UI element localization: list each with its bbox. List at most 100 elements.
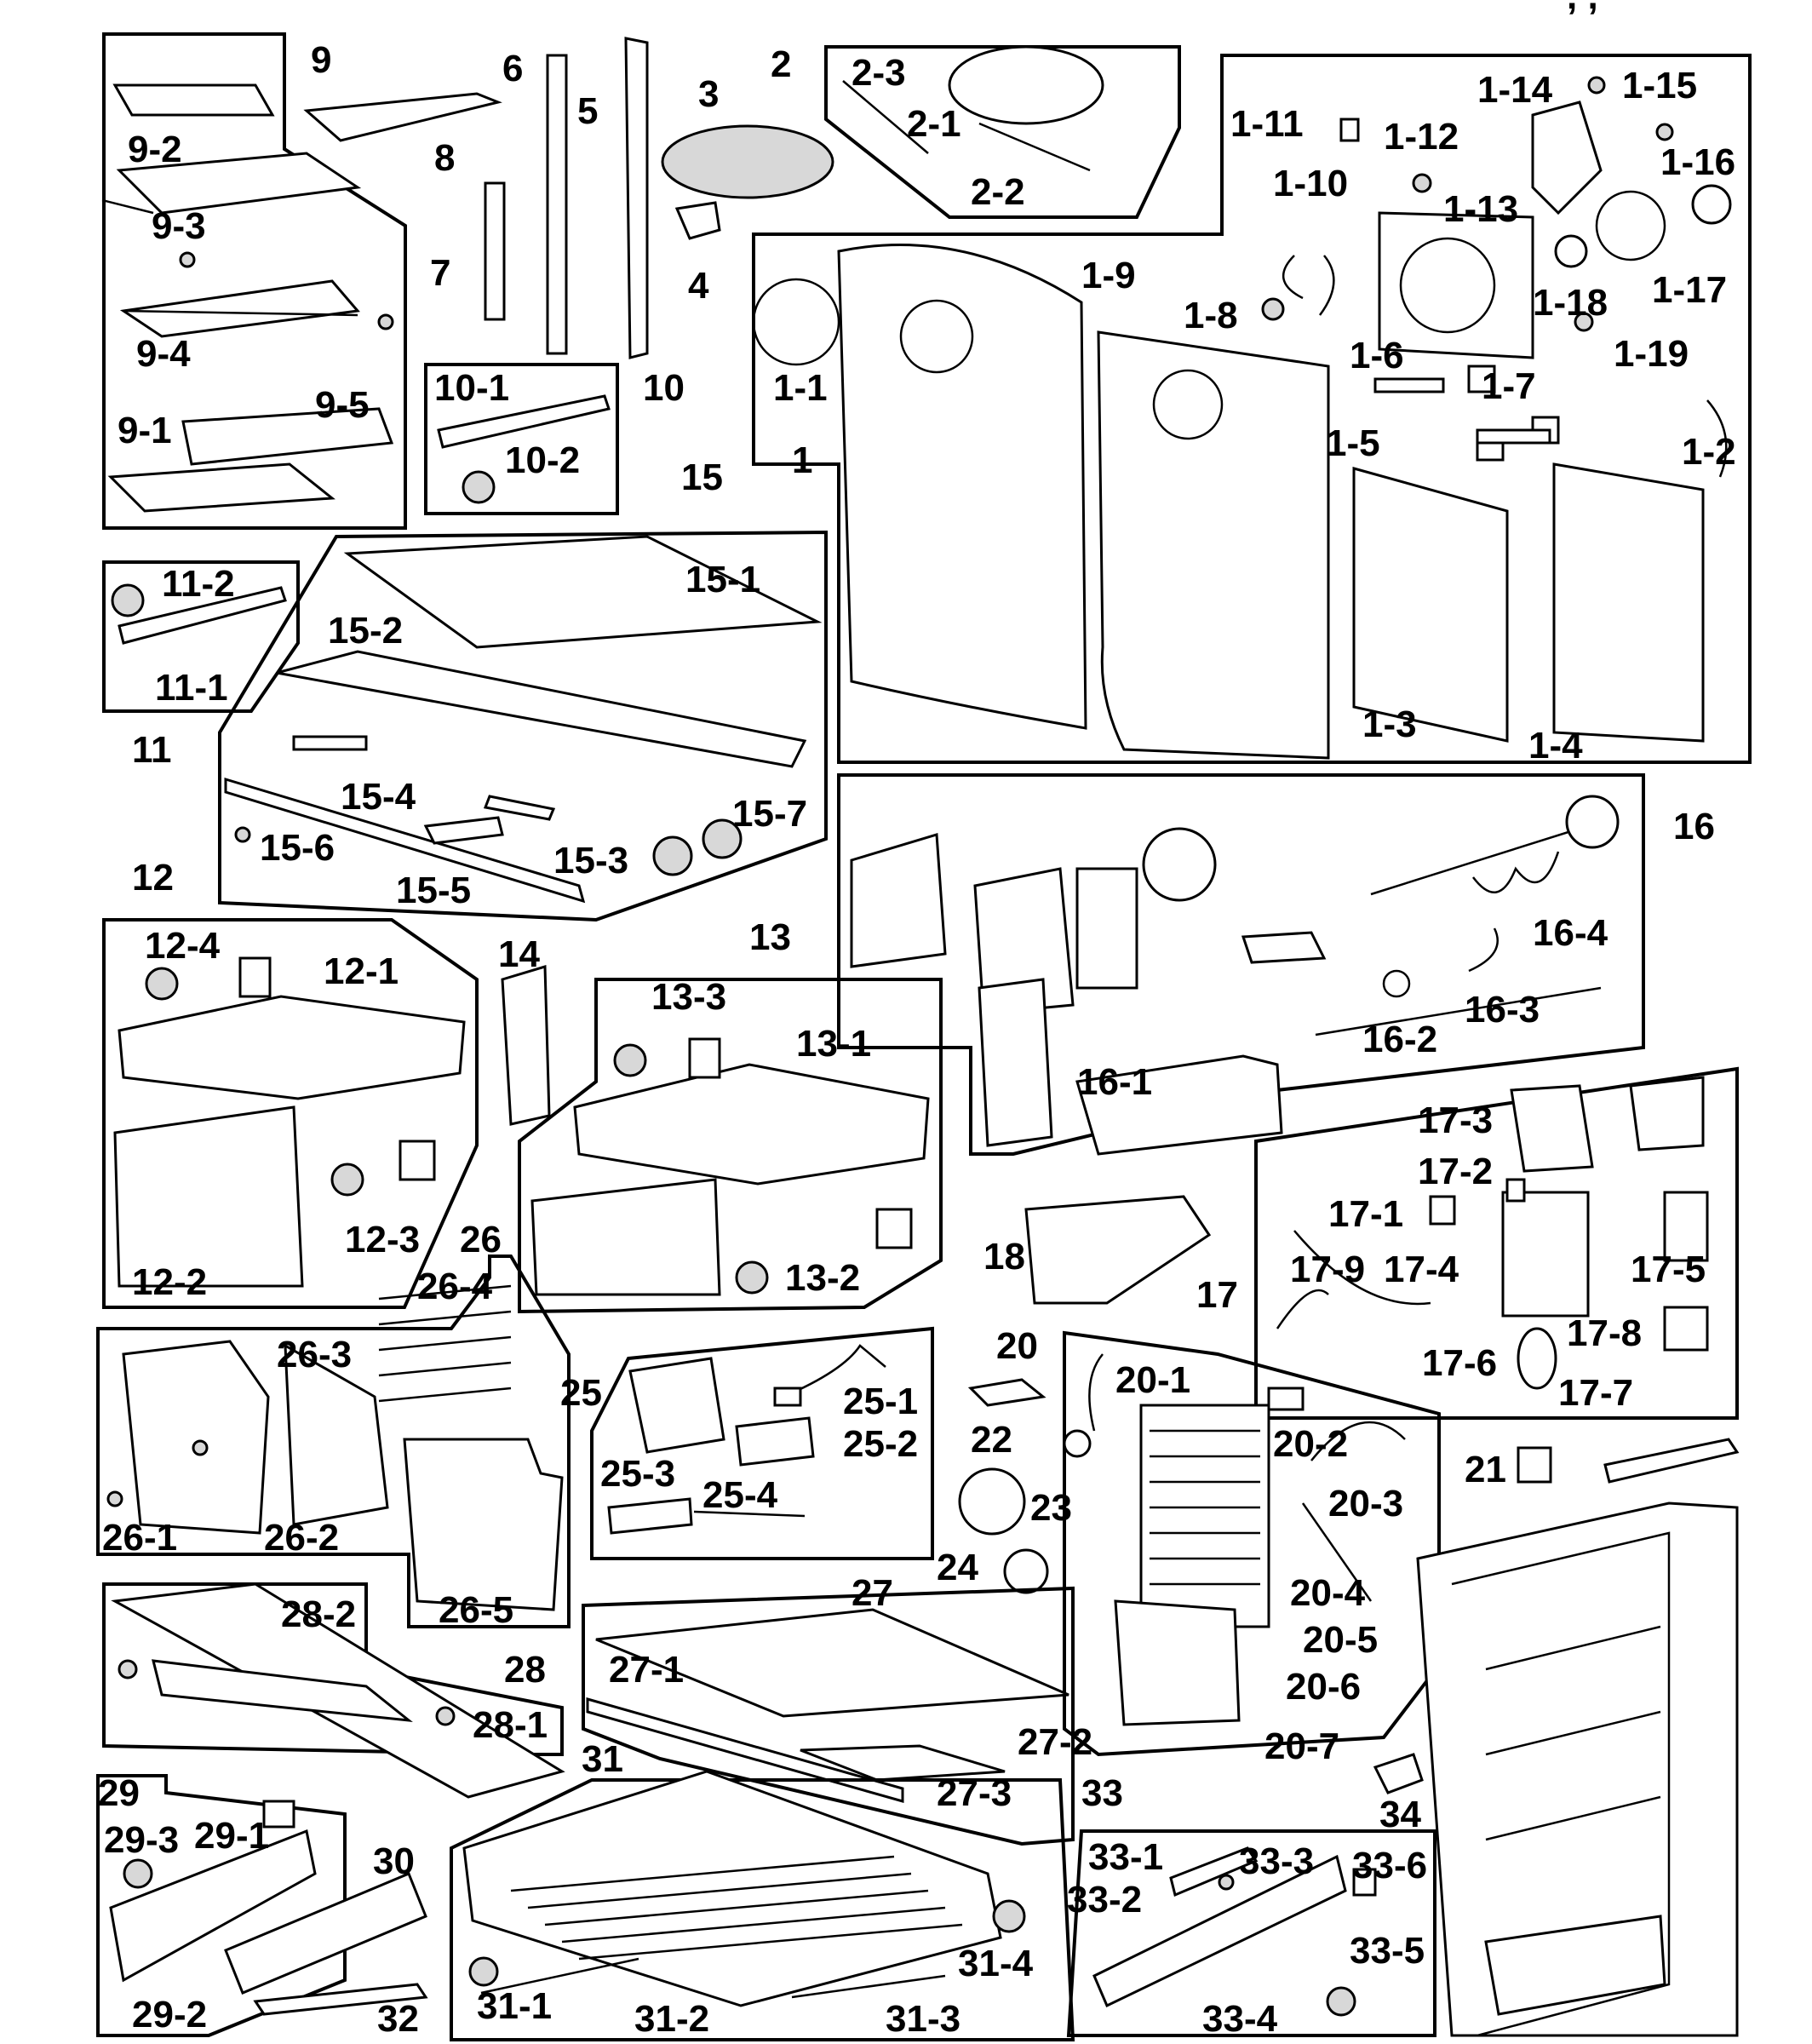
group-17-motor-assy bbox=[1254, 1066, 1739, 1420]
label-15-5: 15-5 bbox=[396, 870, 471, 911]
group-29-rail bbox=[96, 1774, 347, 2037]
label-12-2: 12-2 bbox=[132, 1261, 207, 1303]
group-12-drawer bbox=[102, 918, 479, 1309]
label-33: 33 bbox=[1081, 1772, 1123, 1814]
header-fragment: , , bbox=[1567, 0, 1598, 17]
label-1-11: 1-11 bbox=[1230, 103, 1304, 145]
label-17-3: 17-3 bbox=[1418, 1100, 1493, 1141]
part-32-strip bbox=[253, 1983, 428, 2016]
label-1-18: 1-18 bbox=[1533, 282, 1608, 324]
label-33-4: 33-4 bbox=[1202, 1998, 1278, 2040]
label-9-3: 9-3 bbox=[152, 205, 206, 247]
label-2-1: 2-1 bbox=[907, 103, 961, 145]
label-9-1: 9-1 bbox=[118, 410, 172, 451]
label-15: 15 bbox=[681, 456, 723, 498]
part-14-guard bbox=[501, 965, 551, 1126]
label-27-2: 27-2 bbox=[1018, 1721, 1092, 1763]
part-22-clip bbox=[967, 1378, 1046, 1407]
label-2: 2 bbox=[771, 43, 791, 85]
label-33-2: 33-2 bbox=[1067, 1879, 1142, 1921]
label-1-15: 1-15 bbox=[1622, 65, 1697, 106]
label-17-6: 17-6 bbox=[1422, 1342, 1497, 1384]
group-20-evaporator bbox=[1063, 1330, 1441, 1757]
part-24-valve bbox=[1003, 1548, 1049, 1594]
label-26-4: 26-4 bbox=[417, 1266, 493, 1307]
label-13-3: 13-3 bbox=[651, 976, 726, 1018]
label-24: 24 bbox=[937, 1547, 978, 1588]
group-31-basket bbox=[450, 1770, 1075, 2041]
label-17-8: 17-8 bbox=[1567, 1312, 1642, 1354]
label-17-5: 17-5 bbox=[1631, 1249, 1706, 1290]
group-15-shelf bbox=[218, 530, 828, 922]
label-29-2: 29-2 bbox=[132, 1994, 207, 2035]
label-1-4: 1-4 bbox=[1528, 725, 1583, 766]
label-20-2: 20-2 bbox=[1273, 1423, 1348, 1465]
label-20-1: 20-1 bbox=[1115, 1359, 1190, 1401]
label-25-1: 25-1 bbox=[843, 1381, 918, 1422]
label-15-6: 15-6 bbox=[260, 827, 335, 869]
part-7-rail bbox=[484, 181, 506, 321]
label-28-1: 28-1 bbox=[473, 1704, 548, 1746]
label-26-1: 26-1 bbox=[102, 1517, 177, 1559]
label-33-1: 33-1 bbox=[1088, 1836, 1163, 1878]
label-1-8: 1-8 bbox=[1184, 295, 1238, 336]
label-20-3: 20-3 bbox=[1328, 1483, 1403, 1524]
label-17-2: 17-2 bbox=[1418, 1151, 1493, 1192]
label-16-2: 16-2 bbox=[1362, 1019, 1437, 1060]
label-1-13: 1-13 bbox=[1443, 188, 1518, 230]
group-9-shelf bbox=[101, 32, 407, 530]
group-27-shelf bbox=[582, 1586, 1075, 1846]
label-1-7: 1-7 bbox=[1482, 365, 1536, 407]
label-33-5: 33-5 bbox=[1350, 1930, 1425, 1972]
label-10: 10 bbox=[643, 367, 685, 409]
label-33-6: 33-6 bbox=[1352, 1845, 1427, 1886]
label-20-7: 20-7 bbox=[1264, 1725, 1339, 1767]
part-18-icemaker bbox=[1024, 1195, 1212, 1305]
label-11-2: 11-2 bbox=[162, 563, 235, 605]
label-12-4: 12-4 bbox=[145, 925, 221, 967]
label-20-5: 20-5 bbox=[1303, 1619, 1378, 1661]
label-29: 29 bbox=[98, 1772, 140, 1814]
label-1-19: 1-19 bbox=[1614, 333, 1689, 375]
label-6: 6 bbox=[502, 48, 523, 89]
label-9-2: 9-2 bbox=[128, 129, 182, 170]
label-8: 8 bbox=[434, 137, 455, 179]
label-28-2: 28-2 bbox=[281, 1593, 356, 1635]
part-6-rail bbox=[546, 54, 568, 355]
label-12-1: 12-1 bbox=[324, 950, 399, 992]
label-21: 21 bbox=[1465, 1449, 1506, 1490]
part-23-filter bbox=[958, 1467, 1026, 1536]
part-21-bracket bbox=[1517, 1446, 1552, 1484]
group-16-ice-bucket bbox=[837, 773, 1645, 1156]
label-2-2: 2-2 bbox=[971, 171, 1025, 213]
label-25-2: 25-2 bbox=[843, 1423, 918, 1465]
label-18: 18 bbox=[983, 1236, 1025, 1278]
group-2-duct bbox=[824, 45, 1181, 219]
label-29-1: 29-1 bbox=[194, 1815, 269, 1857]
label-4: 4 bbox=[688, 265, 709, 307]
label-16-4: 16-4 bbox=[1533, 912, 1608, 954]
label-1-9: 1-9 bbox=[1081, 255, 1136, 296]
part-3-oval-cover bbox=[661, 124, 834, 199]
label-17-4: 17-4 bbox=[1384, 1249, 1459, 1290]
label-26-5: 26-5 bbox=[439, 1589, 513, 1631]
label-15-4: 15-4 bbox=[341, 776, 416, 818]
label-3: 3 bbox=[698, 73, 719, 115]
label-28: 28 bbox=[504, 1649, 546, 1691]
label-1-3: 1-3 bbox=[1362, 703, 1417, 745]
label-22: 22 bbox=[971, 1419, 1012, 1461]
label-29-3: 29-3 bbox=[104, 1819, 179, 1861]
label-12: 12 bbox=[132, 857, 174, 899]
label-9-5: 9-5 bbox=[315, 384, 370, 426]
label-5: 5 bbox=[577, 90, 598, 132]
label-20: 20 bbox=[996, 1325, 1038, 1367]
label-1-10: 1-10 bbox=[1273, 163, 1348, 204]
label-17-7: 17-7 bbox=[1558, 1372, 1633, 1414]
label-12-3: 12-3 bbox=[345, 1219, 420, 1260]
label-14: 14 bbox=[498, 933, 540, 975]
part-30-bracket bbox=[224, 1872, 427, 1995]
label-11: 11 bbox=[132, 729, 172, 771]
label-31-2: 31-2 bbox=[634, 1998, 709, 2040]
